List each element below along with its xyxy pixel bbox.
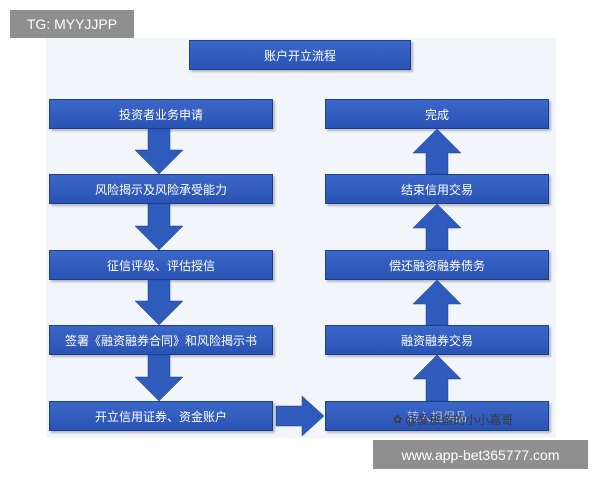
up-arrow-icon <box>412 354 462 402</box>
watermark-text: @爱旅游的小小嘉哥 <box>405 413 514 427</box>
up-arrow-icon <box>412 203 462 251</box>
url-text: www.app-bet365777.com <box>401 446 560 463</box>
step-label: 融资融券交易 <box>400 333 473 348</box>
step-complete: 完成 <box>325 99 549 129</box>
step-label: 风险揭示及风险承受能力 <box>94 182 227 197</box>
step-margin-trading: 融资融券交易 <box>325 325 549 355</box>
down-arrow-icon <box>134 128 184 175</box>
step-label: 结束信用交易 <box>400 182 473 197</box>
title-box: 账户开立流程 <box>189 40 411 70</box>
paw-icon: ✿ <box>393 413 403 426</box>
up-arrow-icon <box>412 279 462 326</box>
step-label: 开立信用证券、资金账户 <box>94 409 227 424</box>
tag-top-text: TG: MYYJJPP <box>26 16 118 32</box>
step-label: 投资者业务申请 <box>118 107 203 122</box>
step-label: 偿还融资融券债务 <box>388 258 485 273</box>
title-label: 账户开立流程 <box>263 48 336 63</box>
tag-overlay-top: TG: MYYJJPP <box>10 10 134 38</box>
step-label: 征信评级、评估授信 <box>106 258 215 273</box>
up-arrow-icon <box>412 128 462 175</box>
step-deposit-collateral: 转入担保品 <box>325 401 549 431</box>
down-arrow-icon <box>134 354 184 402</box>
step-end-credit-trading: 结束信用交易 <box>325 174 549 204</box>
right-arrow-icon <box>275 395 325 437</box>
step-credit-rating: 征信评级、评估授信 <box>49 250 273 280</box>
watermark: ✿ @爱旅游的小小嘉哥 <box>393 411 513 428</box>
step-label: 完成 <box>424 107 449 122</box>
url-overlay-bottom: www.app-bet365777.com <box>373 440 588 469</box>
step-open-accounts: 开立信用证券、资金账户 <box>49 401 273 431</box>
step-repay-debt: 偿还融资融券债务 <box>325 250 549 280</box>
step-investor-application: 投资者业务申请 <box>49 99 273 129</box>
step-risk-disclosure: 风险揭示及风险承受能力 <box>49 174 273 204</box>
step-label: 转入担保品 <box>406 409 467 424</box>
step-label: 签署《融资融券合同》和风险揭示书 <box>64 333 257 348</box>
down-arrow-icon <box>134 203 184 251</box>
step-sign-contract: 签署《融资融券合同》和风险揭示书 <box>49 325 273 355</box>
down-arrow-icon <box>134 279 184 326</box>
